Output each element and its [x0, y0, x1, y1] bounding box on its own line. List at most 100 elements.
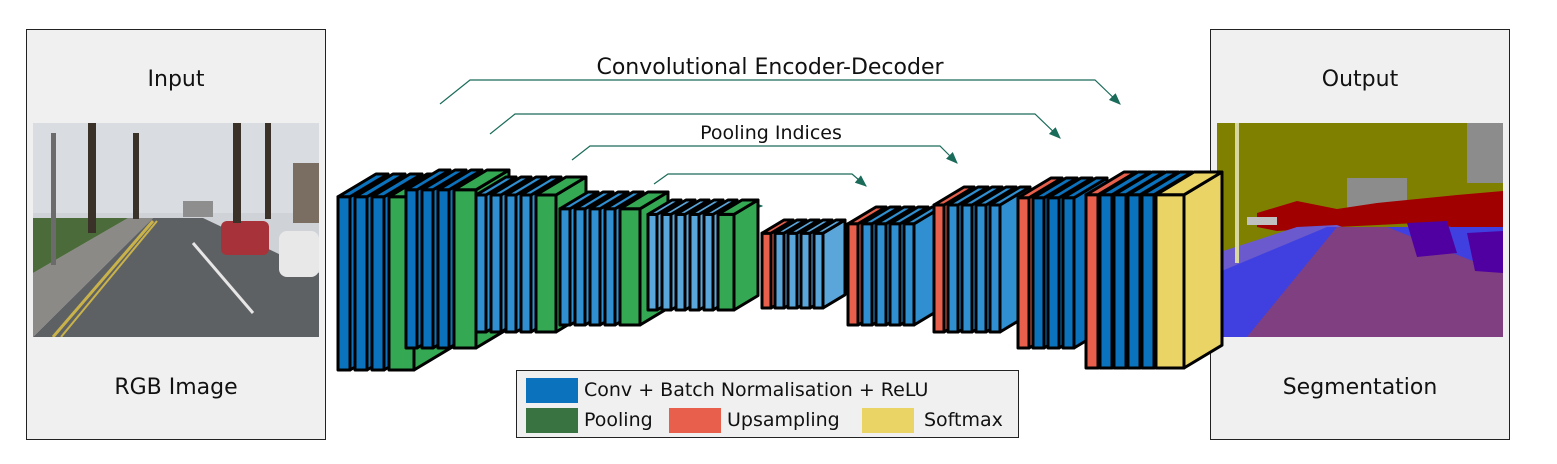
layer-slab-front: [1112, 193, 1128, 370]
layer-slab-front: [846, 222, 860, 327]
layer-slab-front: [404, 188, 419, 350]
legend-upsampling-swatch: [669, 408, 721, 433]
layer-slab-front: [534, 193, 558, 334]
layer-slab-top: [452, 168, 511, 192]
layer-slab-front: [760, 231, 773, 310]
rgb-input-image: [33, 123, 319, 337]
layer-slab-top: [660, 198, 697, 216]
layer-slab-front: [370, 195, 386, 372]
layer-slab-front: [688, 212, 701, 312]
layer-slab-front: [946, 203, 960, 334]
layer-slab-front: [1126, 193, 1142, 370]
layer-slab-front: [902, 222, 916, 327]
legend-conv-label: Conv + Batch Normalisation + ReLU: [584, 379, 929, 401]
layer-slab-front: [812, 231, 825, 310]
layer-slab-top: [860, 205, 902, 226]
layer-slab-front: [932, 203, 946, 334]
layer-slab-top: [1031, 176, 1079, 200]
layer-slab-front: [786, 231, 799, 310]
layer-slab-top: [773, 218, 808, 235]
layer-slab-top: [534, 175, 588, 197]
layer-slab-front: [573, 207, 587, 327]
layer-slab-top: [558, 190, 600, 211]
layer-slab-top: [674, 198, 711, 216]
layer-slab-side: [1182, 170, 1224, 370]
layer-slab-top: [716, 198, 760, 216]
layer-slab-front: [702, 212, 715, 312]
layer-slab-front: [558, 207, 572, 327]
layer-slab-top: [812, 218, 847, 235]
layer-slab-top: [960, 185, 1004, 207]
layer-slab-front: [860, 222, 874, 327]
layer-slab-top: [932, 185, 976, 207]
layer-slab-top: [786, 218, 821, 235]
layer-slab-front: [1140, 193, 1156, 370]
pooling-indices-label: Pooling Indices: [700, 122, 842, 144]
layer-slab-top: [760, 218, 795, 235]
layer-slab-top: [846, 205, 888, 226]
legend-upsampling-label: Upsampling: [727, 409, 840, 431]
layer-slab-top: [874, 205, 916, 226]
layer-slab-top: [618, 190, 670, 211]
layer-slab-front: [588, 207, 602, 327]
layer-slab-top: [702, 198, 739, 216]
layer-slab-front: [436, 188, 451, 350]
layer-slab-front: [489, 193, 503, 334]
output-caption: Segmentation: [1282, 375, 1438, 400]
legend-pooling-swatch: [526, 408, 578, 433]
layer-slab-front: [1154, 193, 1186, 370]
layer-slab-front: [1031, 196, 1046, 350]
legend: Conv + Batch Normalisation + ReLU Poolin…: [516, 370, 1019, 438]
layer-slab-front: [646, 212, 659, 312]
decoder-block-4: [846, 205, 944, 327]
legend-softmax-swatch: [862, 408, 914, 433]
legend-softmax-label: Softmax: [924, 409, 1003, 431]
legend-pooling-label: Pooling: [584, 409, 653, 431]
layer-slab-top: [504, 175, 548, 197]
input-title: Input: [147, 67, 205, 92]
legend-conv-swatch: [526, 378, 578, 403]
layer-slab-front: [974, 203, 988, 334]
layer-slab-front: [674, 212, 687, 312]
layer-slab-top: [946, 185, 990, 207]
layer-slab-front: [799, 231, 812, 310]
layer-slab-front: [1016, 196, 1031, 350]
layer-slab-top: [1046, 176, 1094, 200]
layer-slab-front: [1061, 196, 1076, 350]
layer-slab-front: [1046, 196, 1061, 350]
layer-slab-front: [1084, 193, 1100, 370]
segmentation-output-image: [1217, 123, 1503, 337]
layer-slab-front: [716, 212, 736, 312]
layer-slab-front: [1098, 193, 1114, 370]
layer-slab-front: [603, 207, 617, 327]
layer-slab-side: [732, 198, 760, 312]
layer-slab-front: [988, 203, 1002, 334]
layer-slab-front: [353, 195, 369, 372]
layer-slab-top: [420, 168, 468, 192]
layer-slab-front: [874, 222, 888, 327]
layer-slab-front: [420, 188, 435, 350]
layer-slab-front: [888, 222, 902, 327]
layer-slab-front: [660, 212, 673, 312]
layer-slab-top: [519, 175, 563, 197]
layer-slab-side: [821, 218, 847, 310]
decoder-block-2: [1016, 176, 1109, 350]
layer-slab-top: [370, 172, 424, 199]
layer-slab-top: [888, 205, 930, 226]
layer-slab-front: [504, 193, 518, 334]
layer-slab-top: [646, 198, 683, 216]
output-title: Output: [1321, 67, 1399, 92]
layer-slab-top: [974, 185, 1018, 207]
layer-slab-front: [519, 193, 533, 334]
layer-slab-top: [489, 175, 533, 197]
input-panel: Input RGB Image: [26, 29, 326, 440]
layer-slab-top: [474, 175, 518, 197]
layer-slab-top: [988, 185, 1032, 207]
layer-slab-front: [474, 193, 488, 334]
layer-slab-front: [618, 207, 642, 327]
layer-slab-top: [688, 198, 725, 216]
diagram-title: Convolutional Encoder-Decoder: [596, 55, 944, 80]
decoder-block-1: [1084, 170, 1224, 370]
layer-slab-front: [336, 195, 352, 372]
layer-slab-top: [573, 190, 615, 211]
